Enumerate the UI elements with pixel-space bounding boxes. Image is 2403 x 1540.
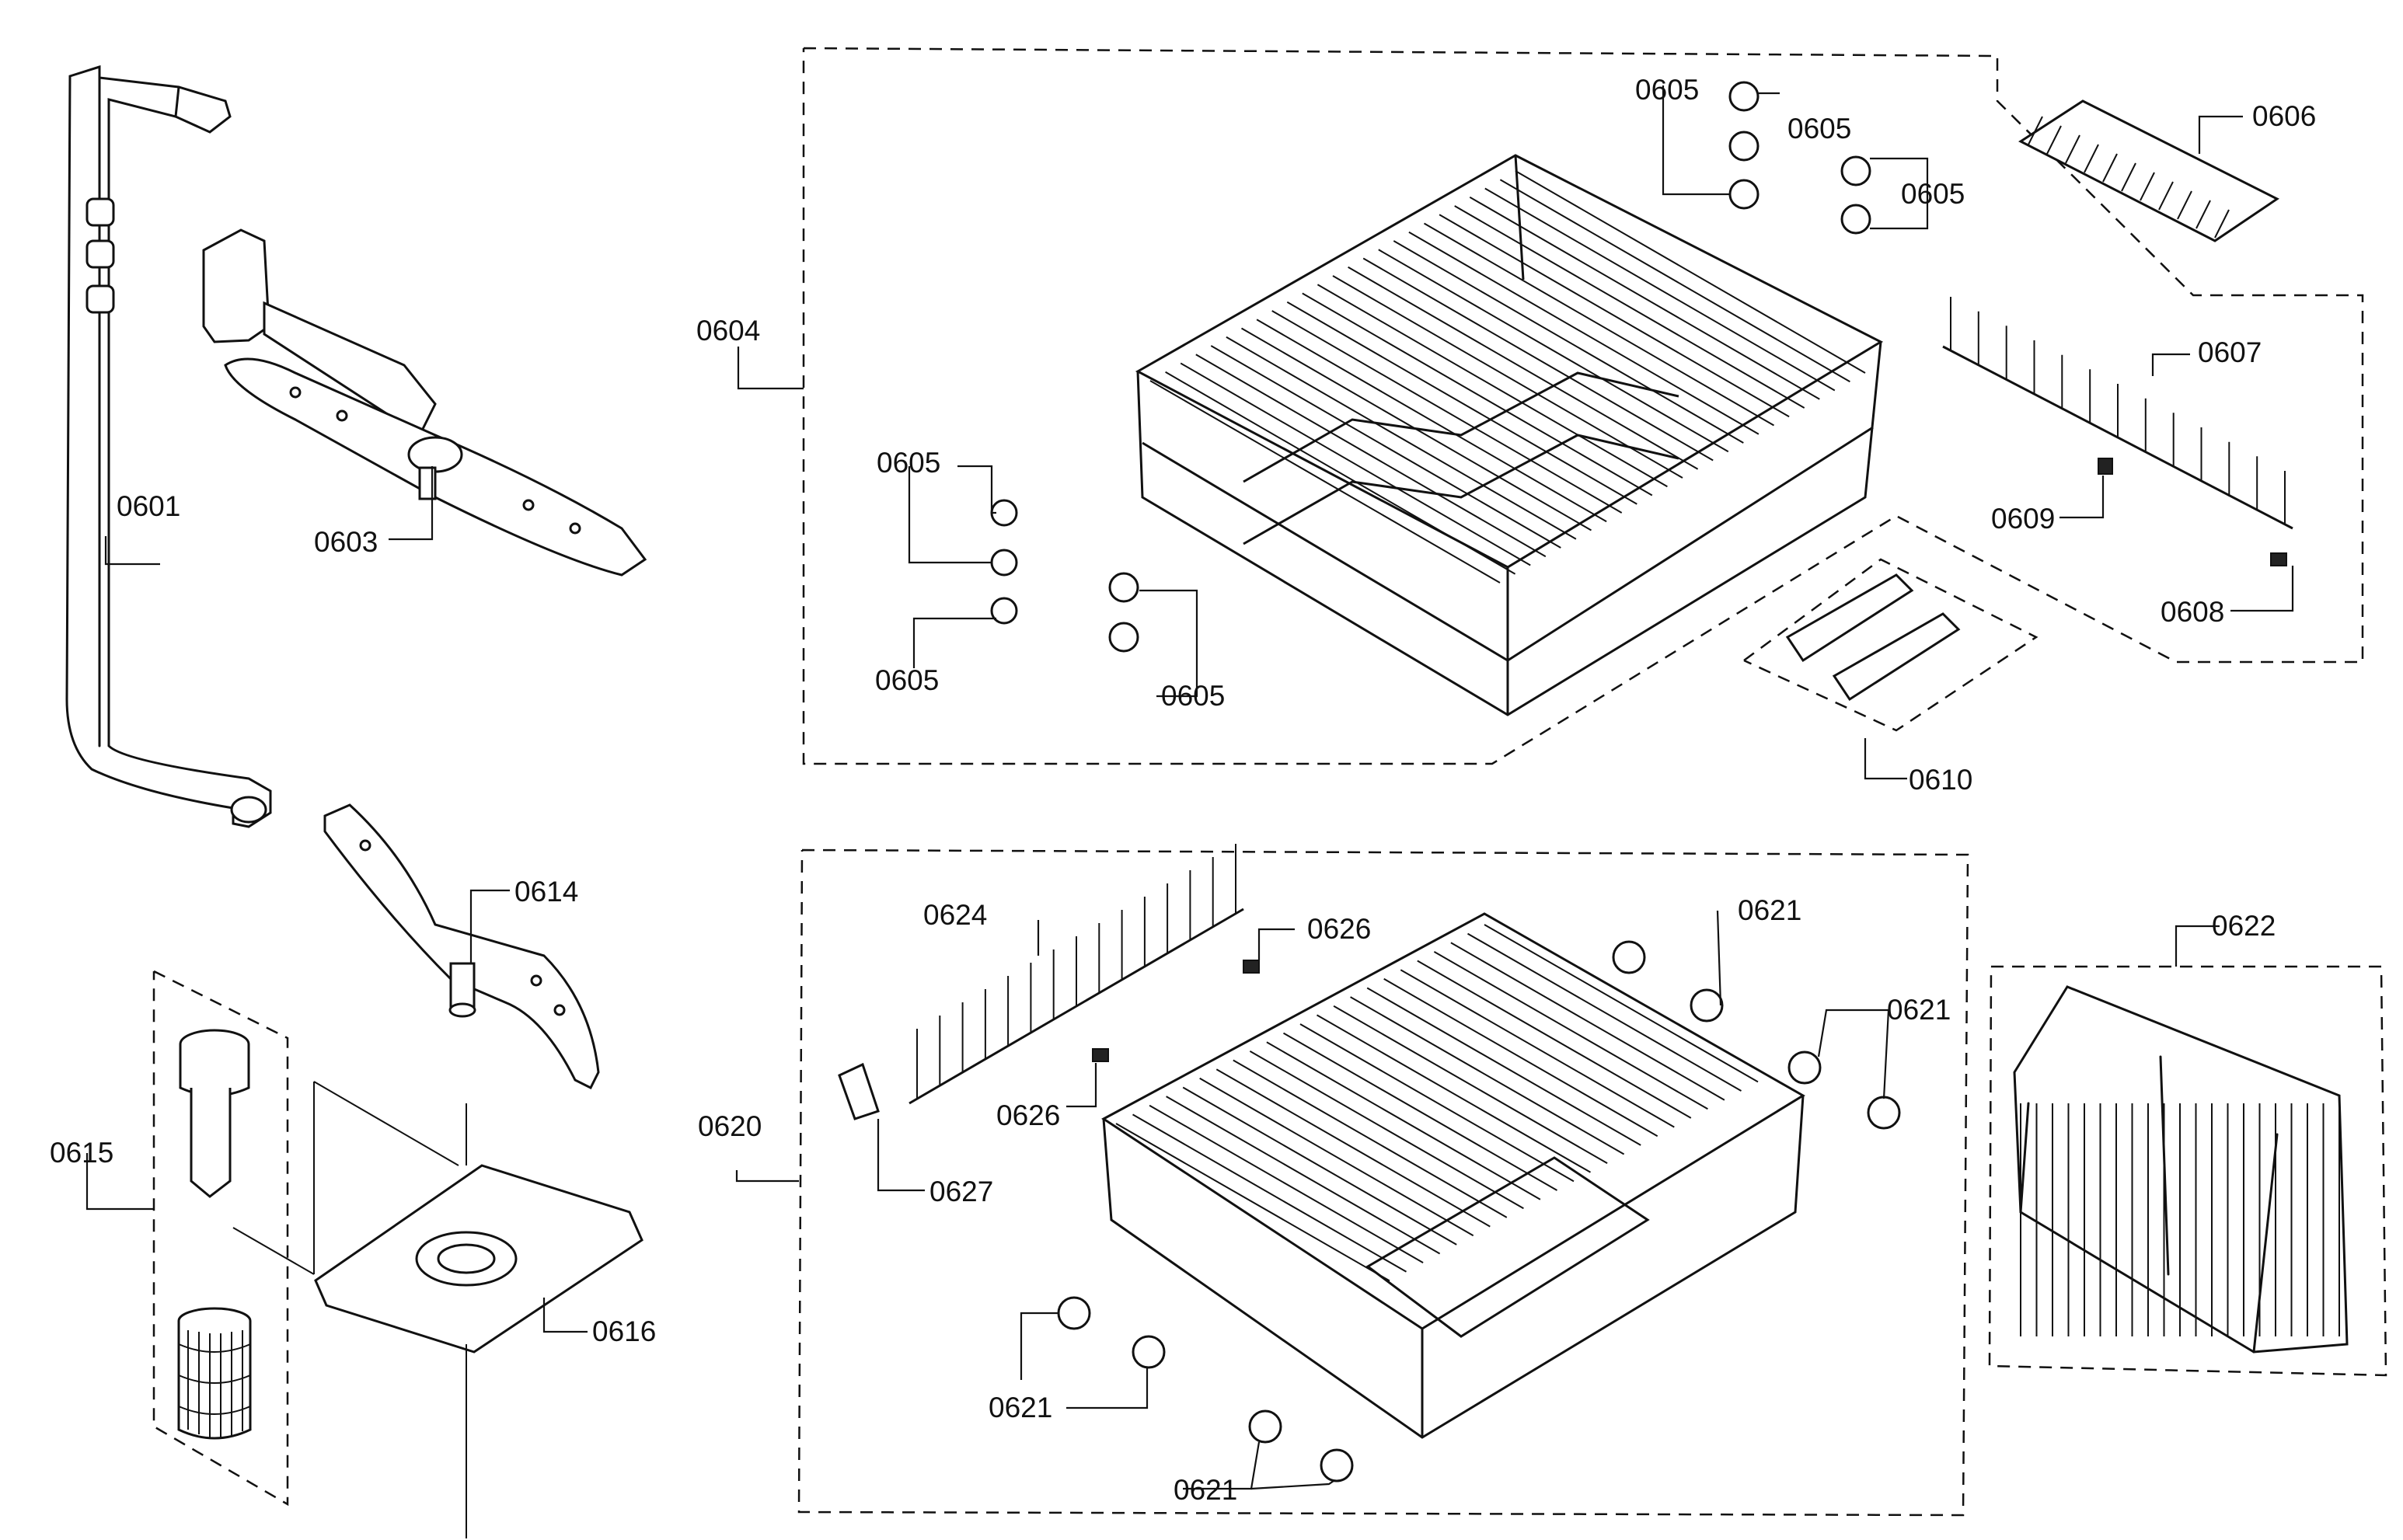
label-0606: 0606 [2252,100,2316,132]
label-0610: 0610 [1909,764,1972,796]
label-0626-a: 0626 [1307,913,1371,945]
part-0606-cup-shelf [2018,99,2279,242]
part-0626-clips [1092,960,1260,1062]
label-0622: 0622 [2212,910,2276,942]
part-0604-upper-rack [1135,154,1884,716]
label-0621-a: 0621 [1738,894,1801,926]
label-0621-c: 0621 [989,1392,1052,1423]
label-0607: 0607 [2198,336,2262,368]
label-0604: 0604 [696,315,760,347]
part-0621-rollers [1057,940,1901,1483]
part-0607-tine-row [1942,297,2293,530]
part-0610-silverware-guide [1785,573,1961,702]
label-0605-e: 0605 [1787,113,1851,145]
part-0627-clip [838,1062,880,1120]
part-0603-upper-spray-arm [202,228,647,577]
part-0620-lower-rack [1101,912,1805,1439]
part-0622-cutlery-basket [2013,985,2349,1354]
label-0620: 0620 [698,1110,762,1142]
label-0605-a: 0605 [877,447,940,479]
label-0603: 0603 [314,526,378,558]
leader-lines [85,85,2294,1490]
label-0608: 0608 [2161,596,2224,628]
part-0615-filter-assembly [177,1029,252,1440]
group-outline-upper-rack [802,47,2364,765]
part-0601-supply-pipe [65,64,272,828]
part-0605-rollers [990,81,1871,653]
group-outline-cutlery-basket [1988,965,2387,1377]
part-0608-clip [2270,552,2287,566]
label-0609: 0609 [1991,503,2055,535]
label-0616: 0616 [592,1315,656,1347]
callout-labels: 0601 0603 0604 0605 0605 0605 0605 0605 … [50,74,2316,1506]
part-0616-micro-filter [232,1081,643,1538]
label-0621-d: 0621 [1174,1474,1237,1506]
label-0601: 0601 [117,490,180,522]
part-0609-clip [2098,458,2113,475]
label-0614: 0614 [514,876,578,908]
group-outline-filter [152,970,289,1507]
label-0605-f: 0605 [1901,178,1965,210]
part-0614-lower-spray-arm [323,803,600,1090]
label-0621-b: 0621 [1887,994,1951,1026]
label-0605-c: 0605 [1161,680,1225,712]
label-0627: 0627 [929,1176,993,1207]
group-outline-silverware-guide [1743,558,2039,732]
group-outline-lower-rack [797,848,1969,1517]
label-0615: 0615 [50,1137,113,1169]
label-0624: 0624 [923,899,987,931]
part-0624-tine-row [909,844,1244,1105]
label-0605-b: 0605 [875,664,939,696]
label-0605-d: 0605 [1635,74,1699,106]
label-0626-b: 0626 [996,1099,1060,1131]
